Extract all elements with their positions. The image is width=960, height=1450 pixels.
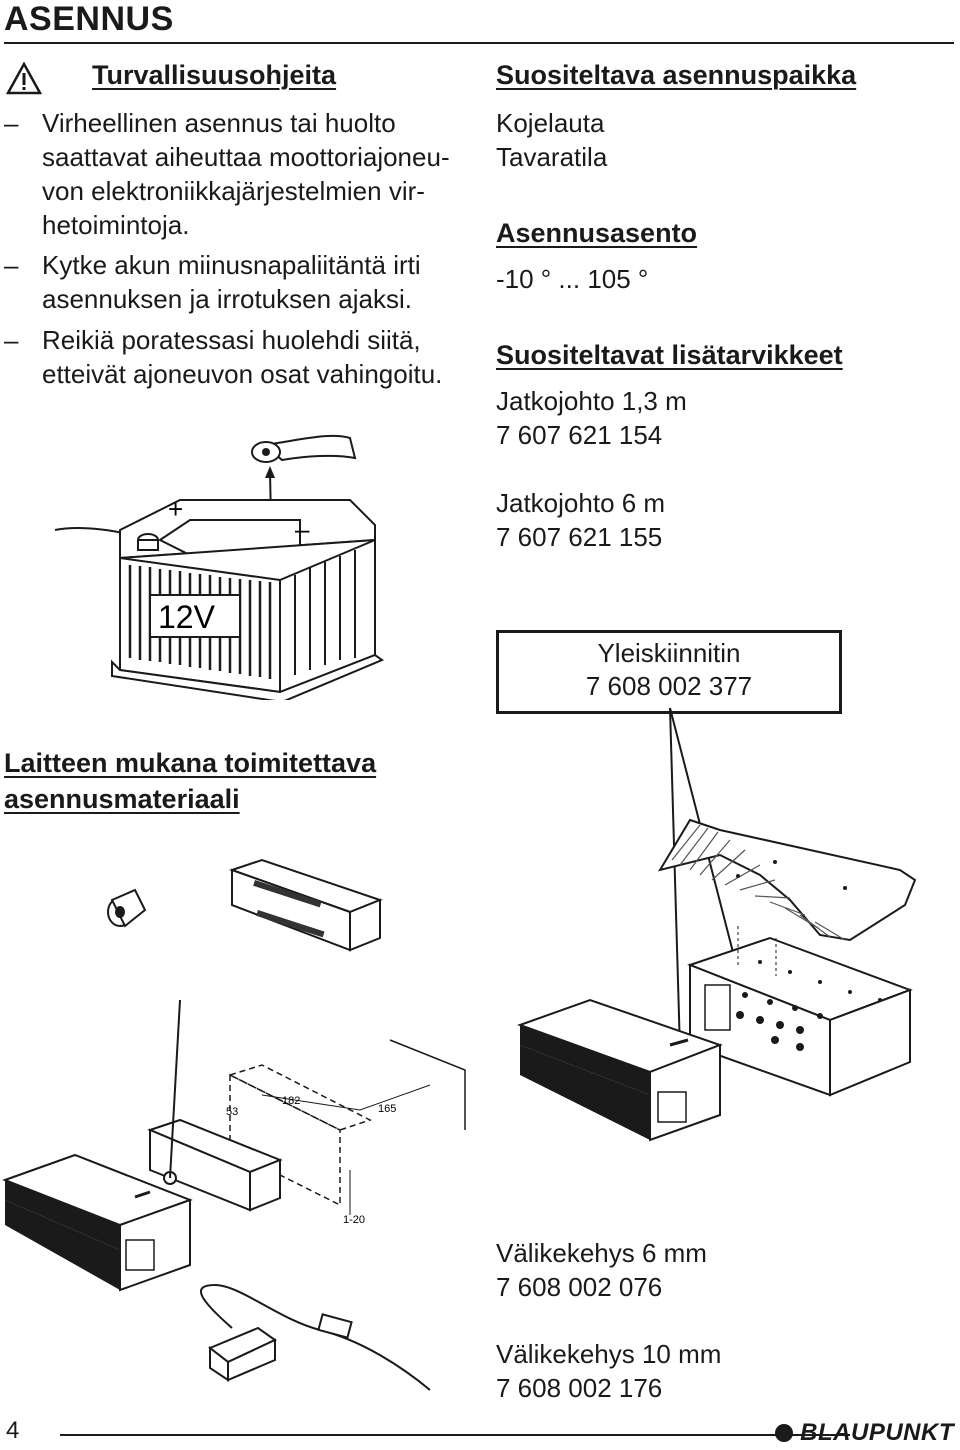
accessory-name: Jatkojohto 1,3 m [496, 386, 687, 416]
battery-minus: – [295, 514, 310, 544]
mount-code: 7 608 002 377 [585, 671, 753, 701]
safety-item: – Kytke akun miinusnapaliitäntä irti ase… [4, 250, 421, 314]
spacer-code: 7 608 002 176 [496, 1373, 663, 1403]
universal-mount-box [687, 926, 913, 1097]
safety-line: Kytke akun miinusnapaliitäntä irti [42, 250, 421, 280]
location-item: Tavaratila [496, 142, 608, 172]
location-list: Kojelauta Tavaratila [496, 106, 607, 174]
included-heading-line: asennusmateriaali [4, 784, 240, 814]
safety-line: hetoimintoja. [42, 210, 190, 240]
safety-line: Reikiä poratessasi huolehdi siitä, [42, 325, 421, 355]
spacer-code: 7 608 002 076 [496, 1272, 663, 1302]
safety-line: saattavat aiheuttaa moottoriajoneu- [42, 142, 450, 172]
power-cable [199, 1283, 431, 1391]
brand-dot-icon [775, 1424, 793, 1442]
warning-icon [5, 61, 43, 101]
included-heading: Laitteen mukana toimitettava asennusmate… [4, 745, 376, 817]
accessory-name: Jatkojohto 6 m [496, 488, 666, 518]
brand-name: BLAUPUNKT [800, 1419, 954, 1446]
dimension-120: 1-20 [343, 1214, 365, 1226]
accessory-code: 7 607 621 155 [496, 522, 663, 552]
spacer-name: Välikekehys 10 mm [496, 1339, 722, 1369]
accessory-code: 7 607 621 154 [496, 420, 663, 450]
safety-list: – Virheellinen asennus tai huolto saatta… [4, 106, 474, 393]
radio-unit-left [2, 1153, 193, 1292]
angle-value: -10 ° ... 105 ° [496, 264, 649, 294]
cutout-diagram: 182 165 53 1-20 [226, 1039, 466, 1226]
accessory-item: Jatkojohto 6 m 7 607 621 155 [496, 486, 665, 554]
battery-plus: + [168, 494, 183, 524]
battery-illustration: + – 12V [54, 434, 385, 700]
mount-name: Yleiskiinnitin [597, 638, 741, 668]
location-item: Kojelauta [496, 108, 605, 138]
page-number: 4 [6, 1417, 20, 1444]
accessories-heading: Suositeltavat lisätarvikkeet [496, 340, 843, 370]
safety-line: etteivät ajoneuvon osat vahingoitu. [42, 359, 443, 389]
footer-rule [60, 1434, 850, 1436]
dimension-182: 182 [282, 1095, 300, 1107]
included-heading-line: Laitteen mukana toimitettava [4, 748, 377, 778]
accessory-item: Jatkojohto 1,3 m 7 607 621 154 [496, 384, 687, 452]
title-rule [4, 42, 954, 44]
mount-label-box: Yleiskiinnitin 7 608 002 377 [496, 630, 842, 714]
angle-heading: Asennusasento [496, 218, 698, 248]
brand-logo: BLAUPUNKT [775, 1419, 954, 1447]
spacer-name: Välikekehys 6 mm [496, 1238, 707, 1268]
safety-line: von elektroniikkajärjestelmien vir- [42, 176, 425, 206]
safety-item: – Virheellinen asennus tai huolto saatta… [4, 108, 450, 240]
installation-illustration: 182 165 53 1-20 [2, 707, 917, 1391]
safety-heading: Turvallisuusohjeita [92, 60, 337, 90]
safety-item: – Reikiä poratessasi huolehdi siitä, ett… [4, 325, 443, 389]
bushing-part [107, 888, 147, 928]
safety-line: asennuksen ja irrotuksen ajaksi. [42, 284, 412, 314]
safety-line: Virheellinen asennus tai huolto [42, 108, 396, 138]
dashboard-panel [657, 818, 917, 942]
spacer-item: Välikekehys 6 mm 7 608 002 076 [496, 1236, 707, 1304]
dimension-165: 165 [378, 1103, 396, 1115]
page-title: ASENNUS [4, 0, 174, 38]
mounting-sleeve-lower [147, 999, 283, 1212]
mounting-sleeve [228, 858, 383, 952]
location-heading: Suositeltava asennuspaikka [496, 60, 857, 90]
spacer-item: Välikekehys 10 mm 7 608 002 176 [496, 1337, 721, 1405]
radio-unit-right [517, 998, 723, 1142]
battery-voltage-label: 12V [158, 599, 216, 635]
dimension-53: 53 [226, 1106, 238, 1118]
